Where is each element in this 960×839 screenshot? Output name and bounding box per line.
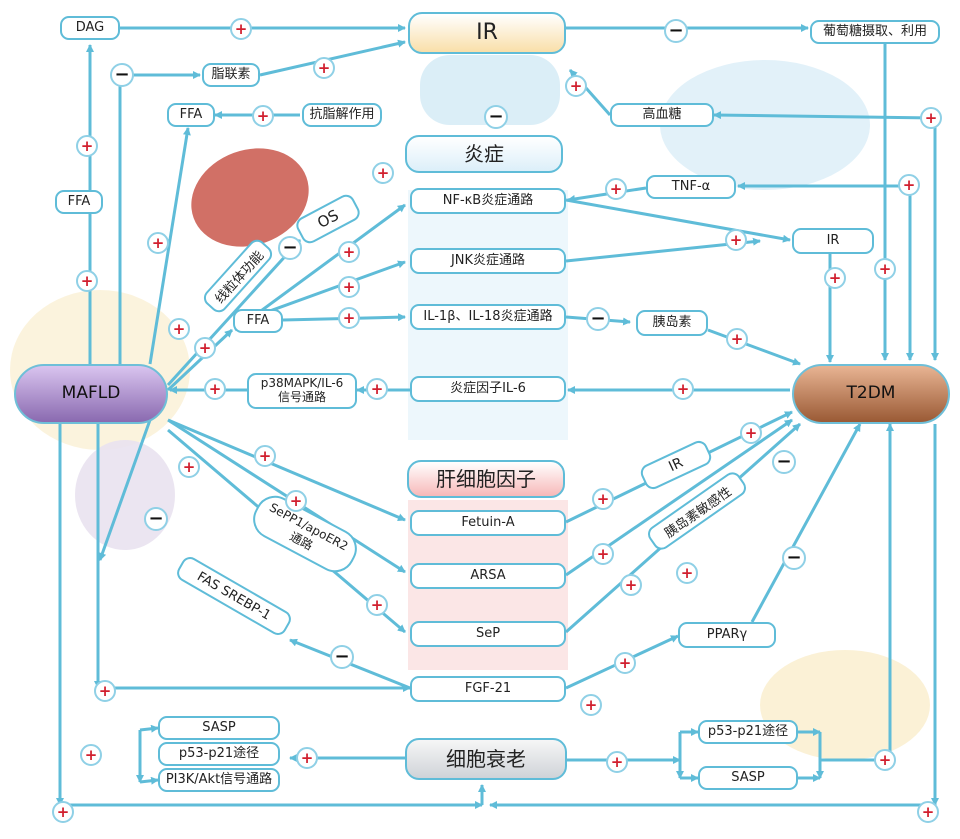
connector-arrow [148, 127, 191, 365]
node-fetuin-a: Fetuin-A [410, 510, 566, 536]
minus-sign: − [586, 307, 610, 331]
plus-sign: + [372, 162, 394, 184]
plus-sign: + [76, 270, 98, 292]
plus-sign: + [580, 694, 602, 716]
plus-sign: + [740, 422, 762, 444]
node-glucose-uptake: 葡萄糖摄取、利用 [810, 20, 940, 44]
node-insulin: 胰岛素 [636, 310, 708, 336]
minus-sign: − [144, 507, 168, 531]
node-antilipolysis: 抗脂解作用 [302, 103, 382, 127]
plus-sign: + [676, 562, 698, 584]
node-adiponectin: 脂联素 [202, 63, 260, 87]
node-p53-right: p53-p21途径 [698, 720, 798, 744]
node-sep: SeP [410, 621, 566, 647]
plus-sign: + [76, 135, 98, 157]
plus-sign: + [178, 456, 200, 478]
minus-sign: − [772, 450, 796, 474]
node-hyperglycemia: 高血糖 [610, 103, 714, 127]
plus-sign: + [605, 178, 627, 200]
node-pi3k-akt: PI3K/Akt信号通路 [158, 768, 280, 792]
plus-sign: + [168, 318, 190, 340]
plus-sign: + [614, 652, 636, 674]
node-t2dm: T2DM [792, 364, 950, 424]
plus-sign: + [366, 594, 388, 616]
node-jnk: JNK炎症通路 [410, 248, 566, 274]
plus-sign: + [313, 57, 335, 79]
plus-sign: + [94, 680, 116, 702]
plus-sign: + [726, 328, 748, 350]
connector-arrow [167, 418, 406, 522]
minus-sign: − [664, 19, 688, 43]
minus-sign: − [330, 645, 354, 669]
plus-sign: + [592, 488, 614, 510]
node-arsa: ARSA [410, 563, 566, 589]
plus-sign: + [230, 18, 252, 40]
node-hepatokine: 肝细胞因子 [407, 460, 565, 498]
plus-sign: + [252, 105, 274, 127]
node-fgf21: FGF-21 [410, 676, 566, 702]
node-ffa-top: FFA [167, 103, 215, 127]
node-sasp-right: SASP [698, 766, 798, 790]
node-dag: DAG [60, 16, 120, 40]
minus-sign: − [484, 105, 508, 129]
plus-sign: + [874, 258, 896, 280]
plus-sign: + [296, 747, 318, 769]
connector-arrow [713, 111, 936, 120]
plus-sign: + [898, 174, 920, 196]
connector-arrow [98, 419, 152, 561]
node-p38mapk-line2: 信号通路 [277, 390, 326, 404]
node-nfkb: NF-κB炎症通路 [410, 188, 566, 214]
plus-sign: + [285, 490, 307, 512]
minus-sign: − [110, 63, 134, 87]
plus-sign: + [725, 229, 747, 251]
node-inflammation: 炎症 [405, 135, 563, 173]
node-p53-left: p53-p21途径 [158, 742, 280, 766]
node-ffa-left: FFA [55, 190, 103, 214]
node-sasp-left: SASP [158, 716, 280, 740]
node-tnf-alpha: TNF-α [646, 175, 736, 199]
node-p38mapk: p38MAPK/IL-6 信号通路 [247, 373, 357, 409]
node-ffa-mid: FFA [233, 309, 283, 333]
plus-sign: + [338, 276, 360, 298]
node-il6: 炎症因子IL-6 [410, 376, 566, 402]
plus-sign: + [52, 801, 74, 823]
plus-sign: + [917, 801, 939, 823]
plus-sign: + [338, 307, 360, 329]
background-cells-illustration [75, 440, 175, 550]
minus-sign: − [278, 236, 302, 260]
plus-sign: + [874, 749, 896, 771]
connector-arrow [565, 198, 791, 243]
plus-sign: + [620, 574, 642, 596]
plus-sign: + [366, 378, 388, 400]
node-il1-il18: IL-1β、IL-18炎症通路 [410, 304, 566, 330]
plus-sign: + [147, 232, 169, 254]
plus-sign: + [824, 267, 846, 289]
plus-sign: + [606, 751, 628, 773]
plus-sign: + [672, 378, 694, 400]
node-ir-right: IR [792, 228, 874, 254]
node-p38mapk-line1: p38MAPK/IL-6 [260, 376, 344, 391]
plus-sign: + [592, 543, 614, 565]
connector-arrow [139, 724, 159, 733]
plus-sign: + [565, 75, 587, 97]
plus-sign: + [80, 744, 102, 766]
node-mafld: MAFLD [14, 364, 168, 424]
minus-sign: − [782, 546, 806, 570]
plus-sign: + [254, 445, 276, 467]
plus-sign: + [338, 241, 360, 263]
node-pparg: PPARγ [678, 622, 776, 648]
connector-arrow [707, 328, 801, 366]
connector-arrow [166, 328, 234, 392]
plus-sign: + [204, 378, 226, 400]
plus-sign: + [194, 337, 216, 359]
connector-arrow [259, 39, 406, 77]
node-ir-top: IR [408, 12, 566, 54]
connector-arrow [139, 776, 159, 785]
connector-arrow [750, 423, 862, 623]
plus-sign: + [920, 107, 942, 129]
node-cell-senescence: 细胞衰老 [405, 738, 567, 780]
